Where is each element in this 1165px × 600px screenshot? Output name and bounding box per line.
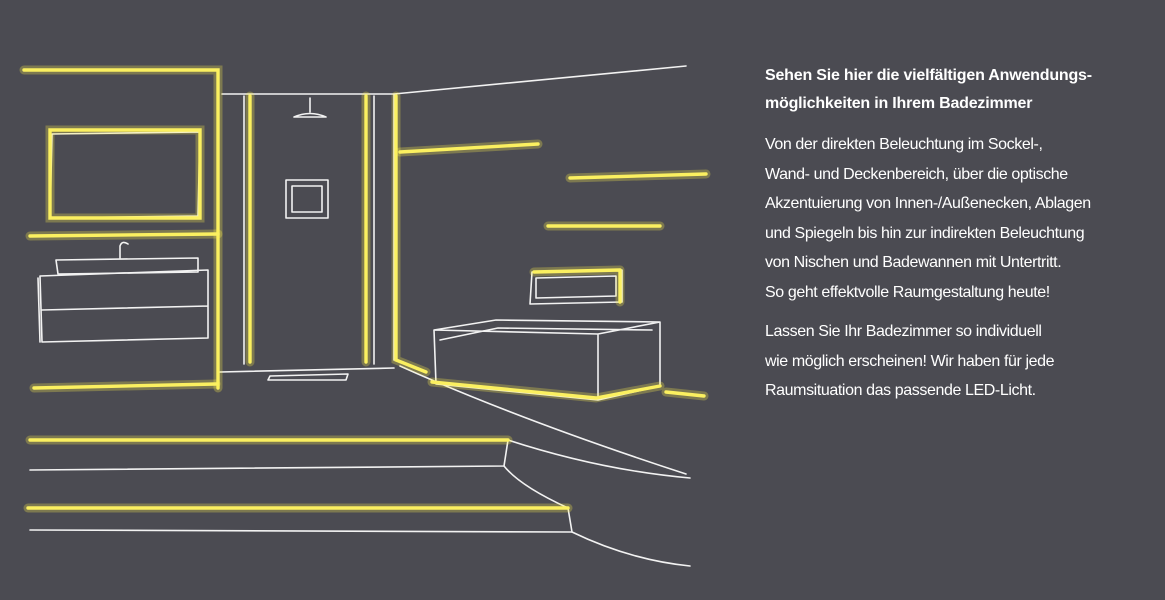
led-strips: [19, 65, 711, 513]
paragraph-line: Raumsituation das passende LED-Licht.: [765, 382, 1036, 399]
description-heading: Sehen Sie hier die vielfältigen Anwendun…: [765, 62, 1145, 118]
shower-niche: [285, 179, 329, 219]
ceiling-line: [221, 65, 687, 95]
washbasin: [55, 257, 199, 275]
description-panel: Sehen Sie hier die vielfältigen Anwendun…: [765, 62, 1145, 416]
floor-line: [219, 367, 395, 373]
heading-line: Sehen Sie hier die vielfältigen Anwendun…: [765, 67, 1092, 84]
paragraph-line: Wand- und Deckenbereich, über die optisc…: [765, 165, 1068, 183]
bathroom-led-illustration: [19, 65, 711, 567]
paragraph-line: wie möglich erscheinen! Wir haben für je…: [765, 352, 1055, 370]
led-wall-base-left: [29, 379, 221, 393]
faucet: [119, 241, 129, 259]
led-vanity-shelf: [25, 229, 223, 241]
mirror-frame: [49, 131, 201, 219]
step-upper: [29, 439, 691, 479]
led-shower-edges: [245, 91, 371, 367]
description-paragraph-1: Von der direkten Beleuchtung im Sockel-,…: [765, 130, 1145, 307]
paragraph-line: und Spiegeln bis hin zur indirekten Bele…: [765, 224, 1085, 242]
paragraph-line: von Nischen und Badewannen mit Untertrit…: [765, 254, 1062, 271]
paragraph-line: Von der direkten Beleuchtung im Sockel-,: [765, 136, 1043, 153]
paragraph-line: Akzentuierung von Innen-/Außenecken, Abl…: [765, 195, 1091, 212]
shower-head: [293, 97, 327, 118]
led-wall-corner: [391, 91, 431, 377]
room-sketch: [29, 65, 691, 567]
led-wall-shelves: [395, 139, 711, 231]
floor-sweep: [571, 531, 691, 567]
paragraph-line: Lassen Sie Ihr Badezimmer so individuell: [765, 323, 1042, 340]
right-wall-floor-line: [399, 365, 687, 475]
step-lower: [29, 465, 573, 533]
vanity-cabinet: [37, 269, 209, 343]
led-bathtub-base: [427, 377, 709, 403]
description-paragraph-2: Lassen Sie Ihr Badezimmer so individuell…: [765, 317, 1145, 406]
paragraph-line: So geht effektvolle Raumgestaltung heute…: [765, 283, 1050, 301]
led-ceiling-left: [19, 65, 223, 393]
led-mirror: [45, 125, 205, 223]
led-shelf-box: [529, 265, 625, 307]
heading-line: möglichkeiten in Ihrem Badezimmer: [765, 95, 1033, 112]
shower-drain: [267, 373, 349, 381]
